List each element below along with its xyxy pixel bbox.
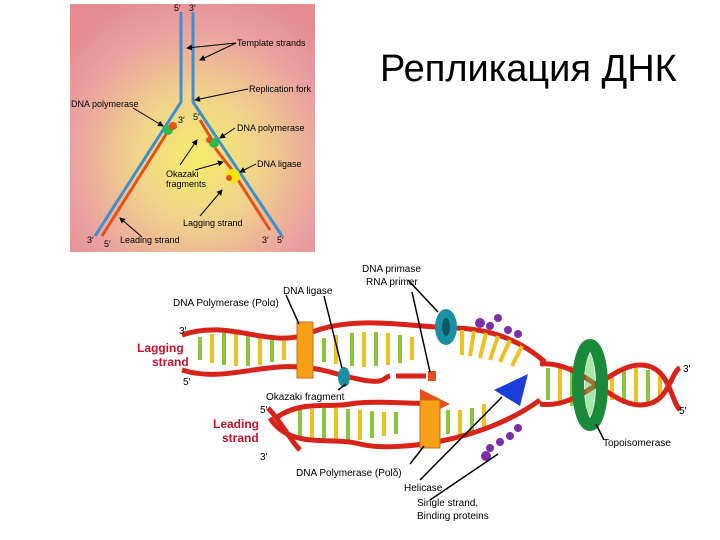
leading-strand-label-line2: strand bbox=[222, 431, 259, 445]
lagging-new-backbone bbox=[181, 364, 391, 384]
bottom-end-3-right: 3′ bbox=[262, 235, 269, 245]
label-replication-fork: Replication fork bbox=[249, 84, 312, 94]
label-leading-strand-top: Leading strand bbox=[120, 235, 180, 245]
label-dna-polymerase-delta: DNA Polymerase (Polδ) bbox=[296, 468, 402, 479]
topoisomerase bbox=[572, 339, 608, 431]
dna-polymerase-alpha bbox=[296, 321, 314, 379]
bottom-end-5-right: 5′ bbox=[277, 235, 284, 245]
label-okazaki-line2: fragments bbox=[166, 179, 207, 189]
lagging-strand-label-line1: Lagging bbox=[137, 341, 184, 355]
label-ssb-line1: Single strand, bbox=[417, 498, 478, 509]
leading-new-backbone bbox=[274, 388, 450, 421]
bottom-diagram: 3′ 5′ 5′ 3′ 3′ 5′ Lagging strand Leading… bbox=[137, 264, 691, 522]
parental-backbone-bottom bbox=[539, 362, 682, 412]
ligase bbox=[226, 169, 240, 183]
top-end-3-right: 3′ bbox=[189, 3, 196, 13]
label-template-strands: Template strands bbox=[237, 38, 306, 48]
label-dna-polymerase-alpha: DNA Polymerase (Polα) bbox=[173, 298, 279, 309]
top-diagram: 5′ 3′ 3′ 5′ 3′ 5′ 3′ 5′ Template strands… bbox=[70, 3, 315, 252]
label-ssb-line2: Binding proteins bbox=[417, 511, 489, 522]
ssb-proteins bbox=[475, 314, 522, 461]
polymerase-left bbox=[163, 122, 177, 135]
lead-end-5: 5′ bbox=[260, 405, 268, 416]
label-lagging-strand-top: Lagging strand bbox=[183, 218, 243, 228]
lag-end-3: 3′ bbox=[179, 326, 187, 337]
label-dna-ligase-bottom: DNA ligase bbox=[283, 286, 333, 297]
label-dna-polymerase-left: DNA polymerase bbox=[71, 99, 139, 109]
leading-template-backbone bbox=[267, 397, 542, 450]
lagging-template-single bbox=[449, 325, 547, 364]
bottom-end-3-left: 3′ bbox=[87, 235, 94, 245]
top-end-5-left: 5′ bbox=[174, 3, 181, 13]
lagging-duplex-rungs bbox=[198, 332, 414, 367]
lag-end-5: 5′ bbox=[183, 377, 191, 388]
leading-twist bbox=[266, 406, 302, 452]
label-topoisomerase: Topoisomerase bbox=[603, 438, 671, 449]
lagging-ssb-rungs bbox=[460, 330, 524, 367]
new-strands bbox=[100, 119, 272, 237]
label-rna-primer: RNA primer bbox=[366, 277, 418, 288]
dna-polymerase-delta bbox=[419, 399, 441, 449]
lead-end-3: 3′ bbox=[260, 452, 268, 463]
leading-duplex-rungs bbox=[298, 404, 486, 441]
right-end-5: 5′ bbox=[679, 406, 687, 417]
mid-end-3: 3′ bbox=[178, 115, 185, 125]
polymerase-right bbox=[206, 137, 219, 148]
label-helicase: Helicase bbox=[404, 483, 443, 494]
page-title: Репликация ДНК bbox=[380, 48, 677, 90]
label-dna-ligase-top: DNA ligase bbox=[257, 159, 302, 169]
label-dna-polymerase-right: DNA polymerase bbox=[237, 123, 305, 133]
dna-primase bbox=[435, 309, 457, 345]
bottom-end-5-left: 5′ bbox=[104, 239, 111, 249]
label-okazaki-line1: Okazaki bbox=[166, 169, 199, 179]
label-okazaki-fragment: Okazaki fragment bbox=[266, 392, 345, 403]
lagging-strand-label-line2: strand bbox=[152, 355, 189, 369]
right-end-3: 3′ bbox=[683, 364, 691, 375]
dna-ligase-bottom bbox=[338, 367, 350, 387]
mid-end-5: 5′ bbox=[193, 112, 200, 122]
parental-backbone-top bbox=[539, 361, 682, 408]
rna-primer bbox=[428, 371, 436, 381]
template-strands bbox=[93, 12, 284, 237]
helicase bbox=[494, 374, 528, 406]
leading-strand-label-line1: Leading bbox=[213, 417, 259, 431]
label-dna-primase: DNA primase bbox=[362, 264, 421, 275]
